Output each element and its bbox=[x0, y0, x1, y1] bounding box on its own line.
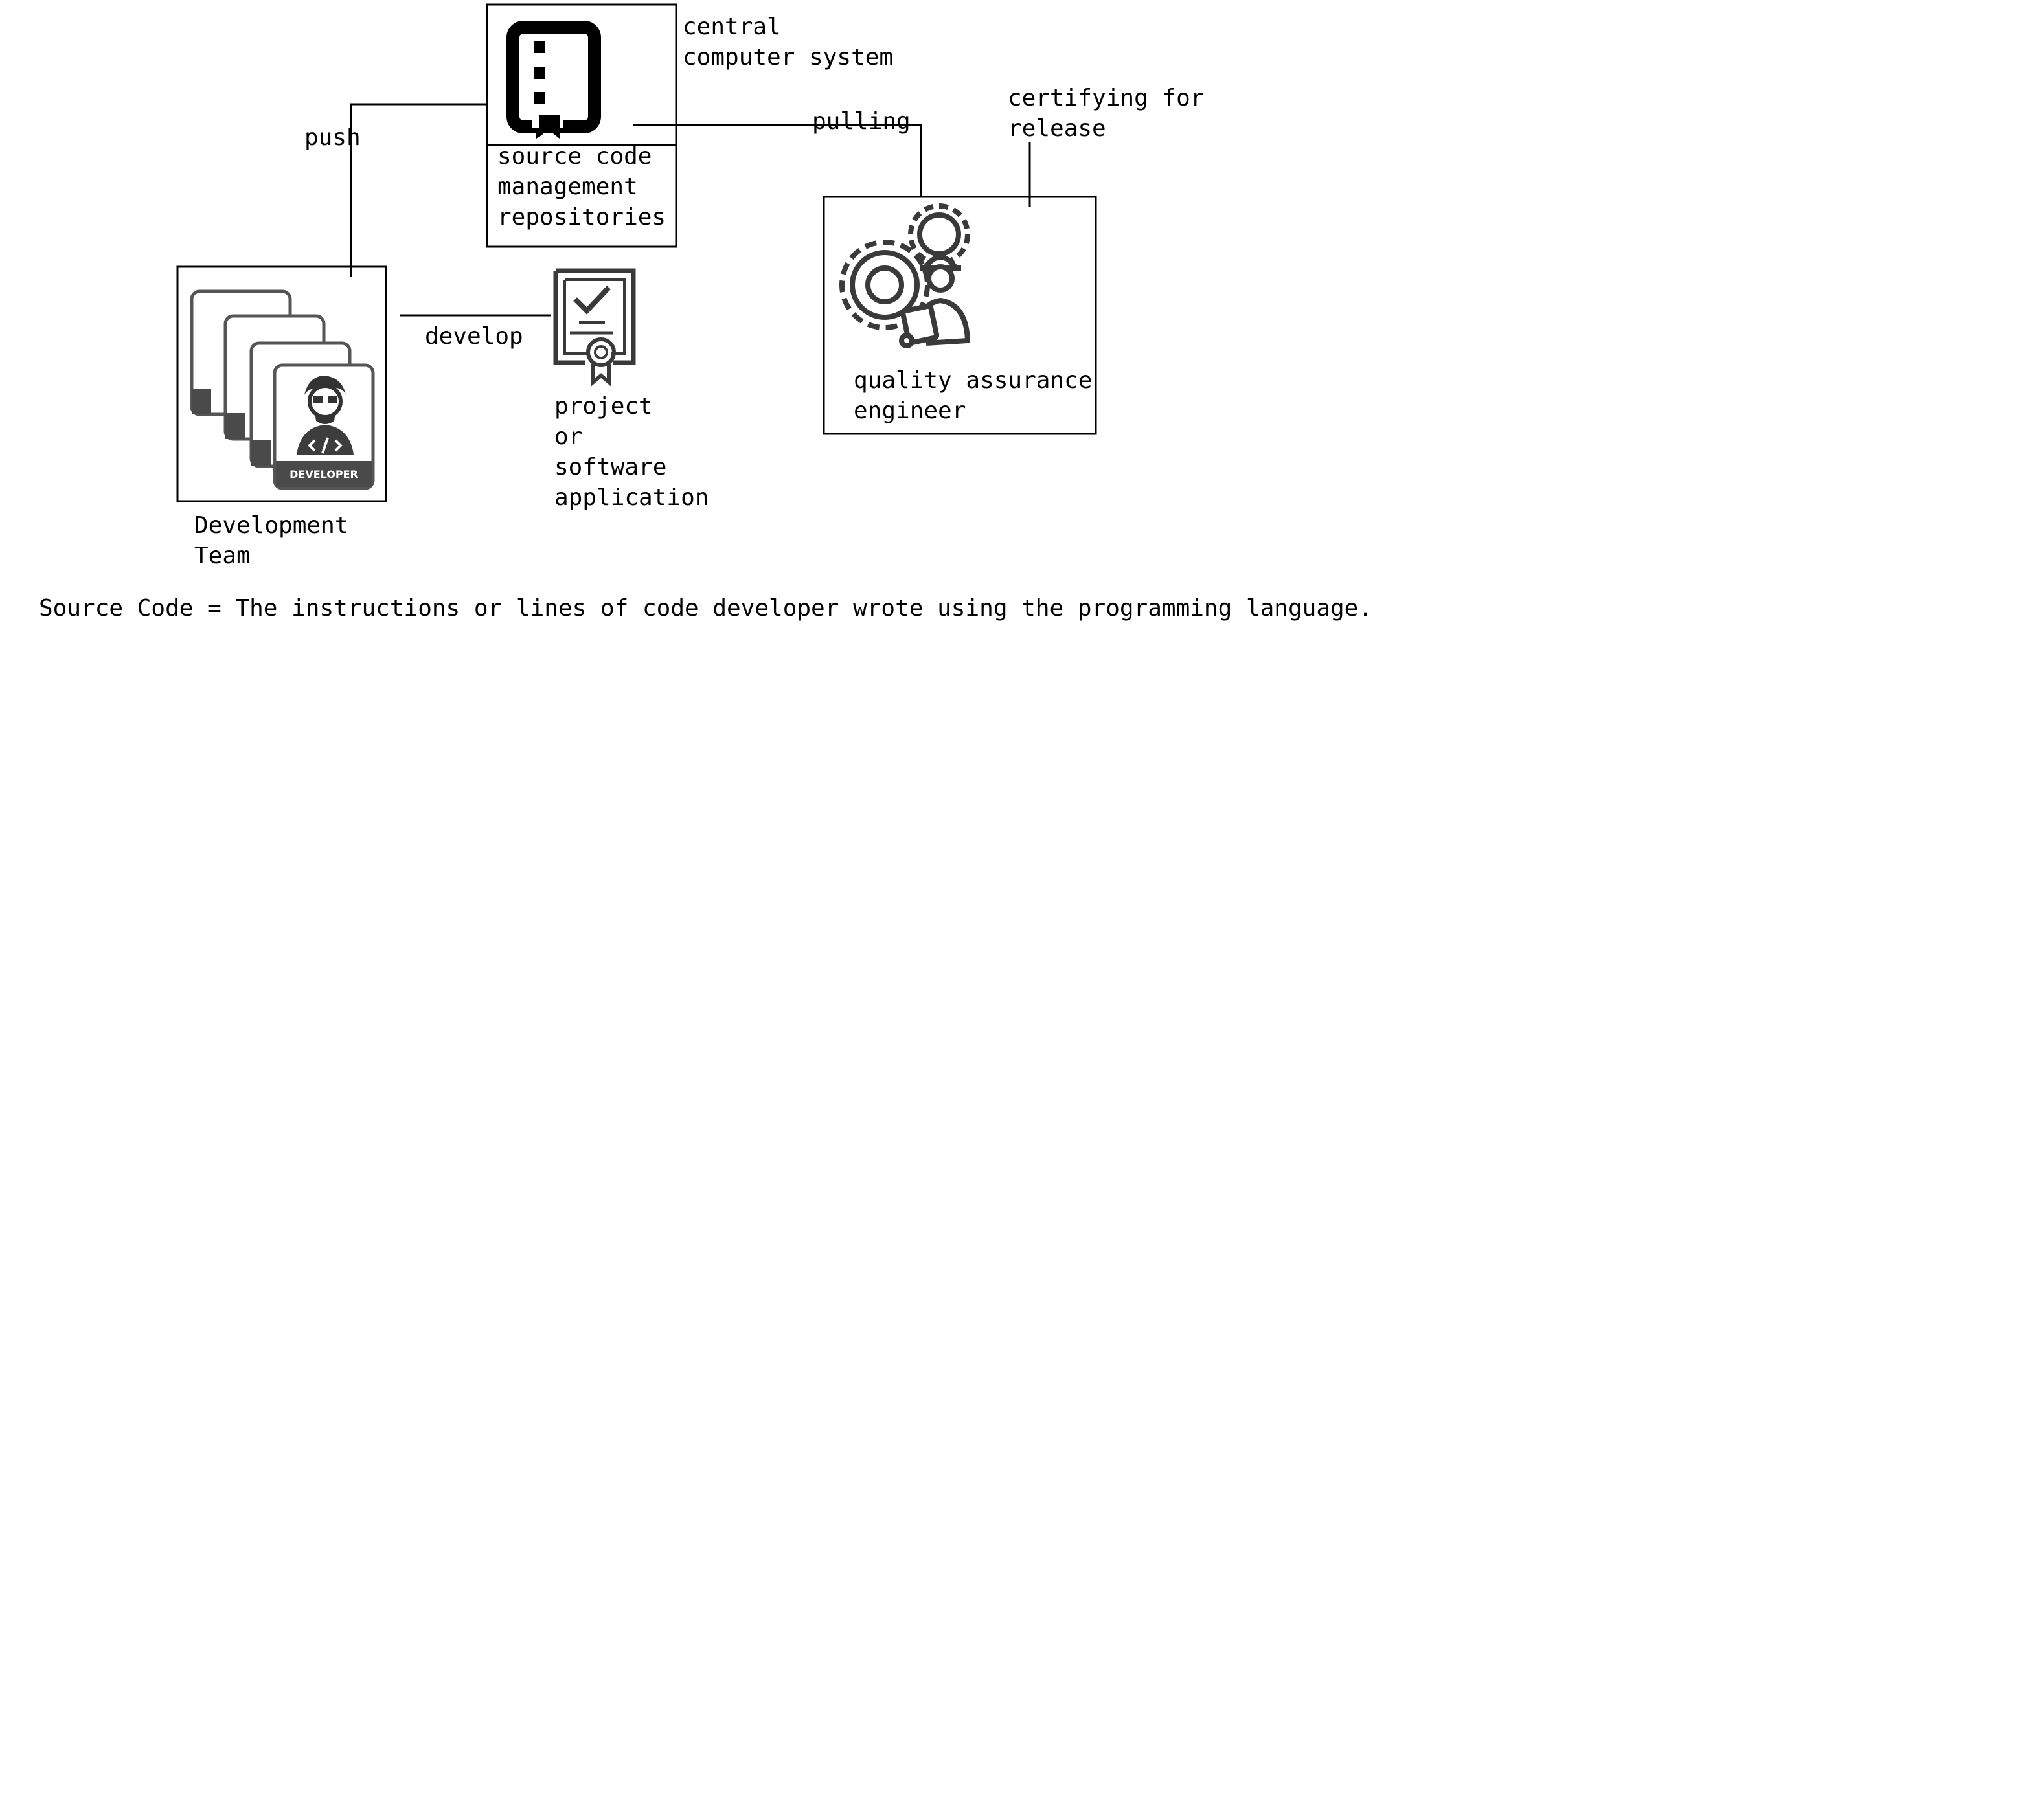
repository-caption-line-2: management bbox=[497, 174, 638, 200]
qa-label: quality assurance engineer bbox=[854, 365, 1092, 426]
developer-cards-icon: DEVELOPER bbox=[190, 289, 375, 490]
project-label-line-1: project bbox=[554, 393, 653, 420]
certifying-label-line-1: certifying for bbox=[1008, 85, 1205, 111]
push-label: push bbox=[304, 124, 361, 151]
gear-engineer-icon bbox=[839, 203, 971, 348]
dev-team-label-line-1: Development bbox=[194, 512, 349, 539]
central-label-line-2: computer system bbox=[683, 44, 894, 71]
project-label: project or software application bbox=[554, 391, 709, 513]
repository-caption-line-3: repositories bbox=[497, 204, 666, 231]
certifying-label: certifying for release bbox=[1008, 83, 1204, 144]
developer-badge-text: DEVELOPER bbox=[290, 468, 358, 480]
develop-label: develop bbox=[425, 323, 523, 350]
push-connector bbox=[350, 103, 487, 277]
dev-team-node: DEVELOPER bbox=[176, 265, 387, 502]
repository-node bbox=[486, 3, 677, 248]
qa-node bbox=[823, 196, 1097, 435]
footnote: Source Code = The instructions or lines … bbox=[39, 595, 1373, 622]
qa-box bbox=[823, 196, 1097, 435]
qa-label-line-2: engineer bbox=[854, 398, 966, 424]
project-label-line-2: or bbox=[554, 423, 583, 450]
central-label-line-1: central bbox=[683, 14, 781, 40]
central-computer-system-label: central computer system bbox=[683, 12, 893, 73]
qa-label-line-1: quality assurance bbox=[854, 367, 1093, 394]
certificate-icon bbox=[553, 268, 636, 387]
pulling-label: pulling bbox=[812, 108, 911, 135]
pulling-connector bbox=[633, 124, 922, 197]
repository-caption-line-1: source code bbox=[497, 143, 652, 170]
dev-team-label-line-2: Team bbox=[194, 543, 251, 569]
project-label-line-3: software bbox=[554, 454, 667, 480]
certifying-label-line-2: release bbox=[1008, 115, 1106, 142]
repository-caption: source code management repositories bbox=[497, 141, 666, 232]
dev-team-box bbox=[176, 265, 387, 502]
bookmark-tablet-icon bbox=[506, 21, 601, 139]
project-label-line-4: application bbox=[554, 484, 709, 511]
